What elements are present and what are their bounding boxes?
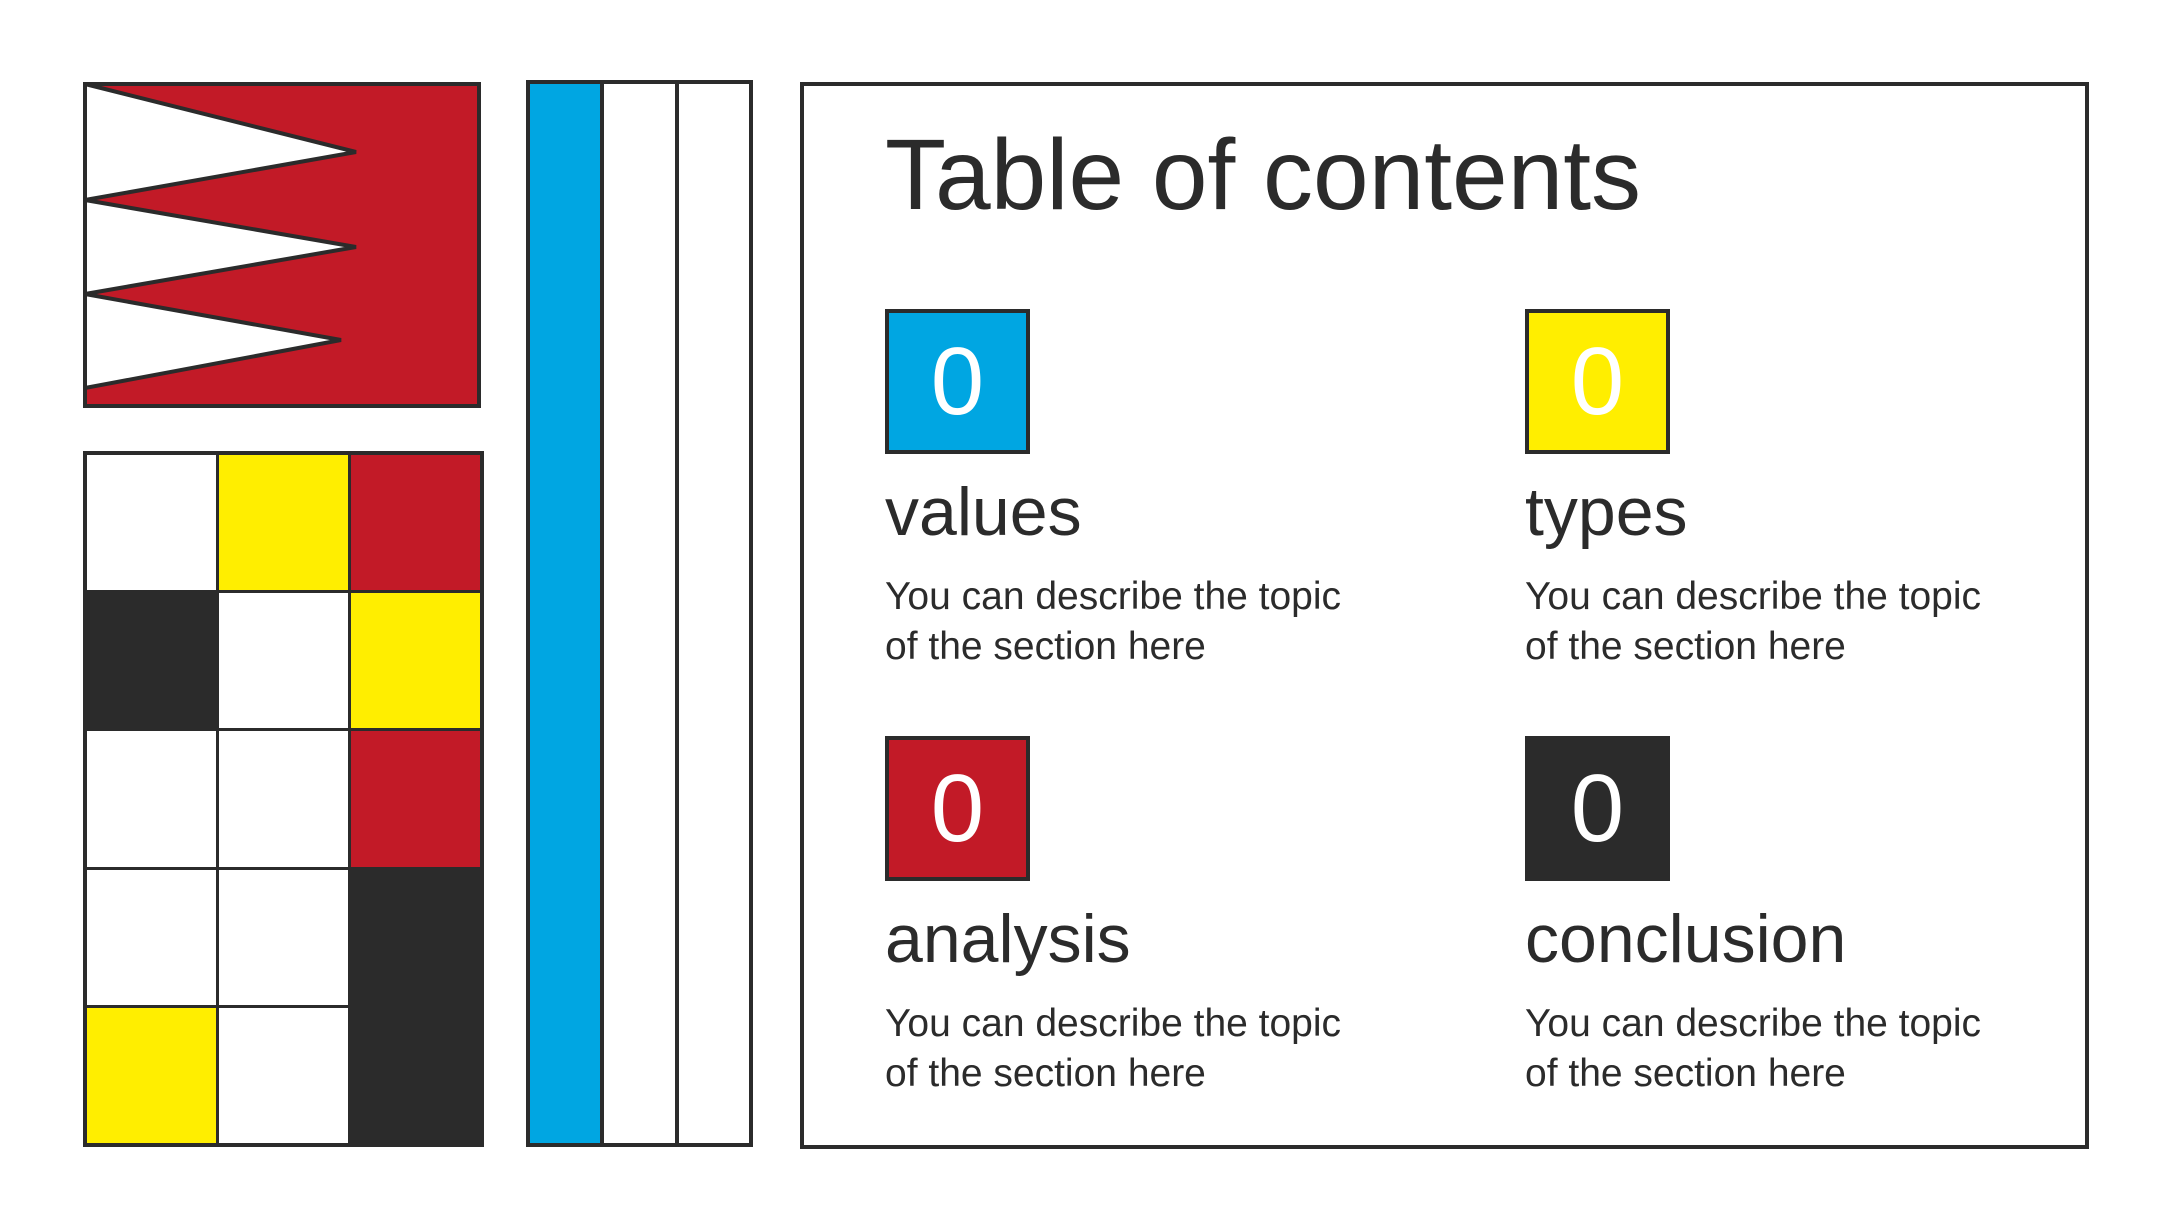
stripe-blue — [530, 84, 601, 1143]
grid-cell-white — [87, 869, 216, 1005]
grid-cell-white — [219, 731, 348, 867]
color-grid-decoration — [83, 451, 484, 1147]
section-number-box: 0 — [885, 309, 1030, 454]
section-number-box: 0 — [885, 736, 1030, 881]
section-number-box: 0 — [1525, 736, 1670, 881]
toc-section-types: 0 types You can describe the topic of th… — [1525, 309, 2045, 672]
grid-cell-black — [351, 869, 480, 1005]
flag-decoration — [83, 82, 481, 408]
toc-section-conclusion: 0 conclusion You can describe the topic … — [1525, 736, 2045, 1099]
section-title: types — [1525, 474, 1688, 550]
toc-panel — [800, 82, 2089, 1149]
stripe-white — [678, 84, 749, 1143]
toc-section-values: 0 values You can describe the topic of t… — [885, 309, 1405, 672]
section-number: 0 — [1570, 754, 1625, 862]
grid-cell-yellow — [219, 455, 348, 591]
flag-white-triangle — [83, 82, 357, 203]
grid-cell-red — [351, 455, 480, 591]
grid-cell-white — [87, 455, 216, 591]
section-title: values — [885, 474, 1082, 550]
grid-cell-black — [87, 593, 216, 729]
grid-cell-black — [351, 1007, 480, 1143]
flag-white-triangle — [83, 291, 342, 391]
section-number: 0 — [930, 327, 985, 435]
stripes-decoration — [526, 80, 753, 1147]
flag-white-triangle — [83, 197, 357, 297]
section-number-box: 0 — [1525, 309, 1670, 454]
grid-cell-yellow — [87, 1007, 216, 1143]
grid-cell-white — [219, 869, 348, 1005]
grid-cell-white — [87, 731, 216, 867]
grid-cell-yellow — [351, 593, 480, 729]
stripe-white — [604, 84, 675, 1143]
page-title: Table of contents — [885, 119, 1642, 231]
section-description: You can describe the topic of the sectio… — [1525, 575, 1982, 668]
toc-section-analysis: 0 analysis You can describe the topic of… — [885, 736, 1405, 1099]
section-number: 0 — [930, 754, 985, 862]
grid-cell-white — [219, 1007, 348, 1143]
grid-cell-red — [351, 731, 480, 867]
section-description: You can describe the topic of the sectio… — [885, 1002, 1342, 1095]
section-title: analysis — [885, 901, 1131, 977]
section-description: You can describe the topic of the sectio… — [885, 575, 1342, 668]
section-description: You can describe the topic of the sectio… — [1525, 1002, 1982, 1095]
section-title: conclusion — [1525, 901, 1847, 977]
grid-cell-white — [219, 593, 348, 729]
section-number: 0 — [1570, 327, 1625, 435]
